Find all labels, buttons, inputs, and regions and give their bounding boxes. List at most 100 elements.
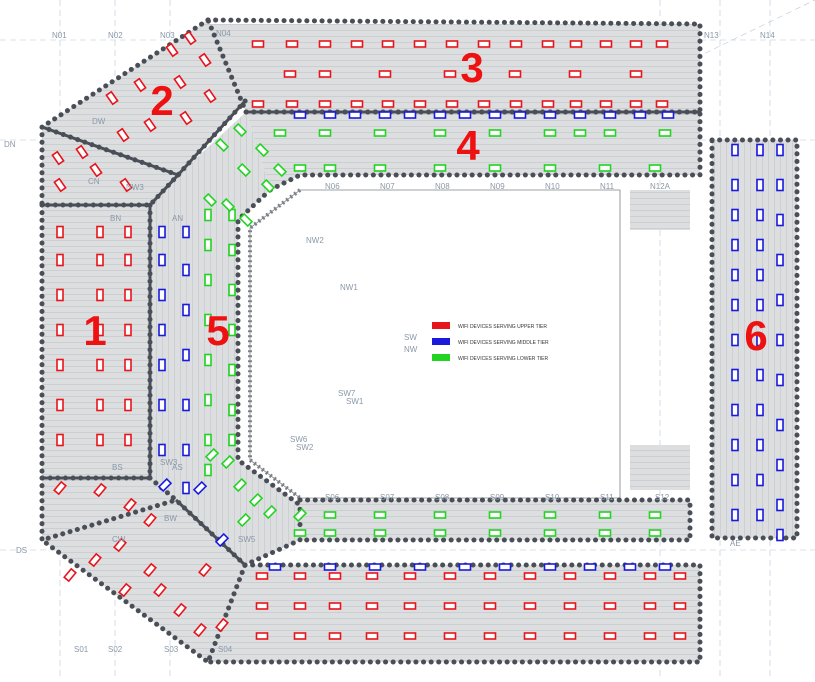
- seating-zone-3: [208, 24, 700, 112]
- ap-upper-tier: [445, 40, 459, 48]
- ap-middle-tier: [731, 208, 739, 222]
- ap-upper-tier: [629, 100, 643, 108]
- ap-upper-tier: [673, 602, 687, 610]
- ap-upper-tier: [443, 632, 457, 640]
- ap-upper-tier: [124, 358, 132, 372]
- ap-lower-tier: [204, 393, 212, 407]
- ap-lower-tier: [323, 164, 337, 172]
- ap-middle-tier: [583, 563, 597, 571]
- ap-lower-tier: [220, 197, 236, 213]
- grid-label: N09: [490, 182, 505, 191]
- ap-upper-tier: [541, 100, 555, 108]
- ap-upper-tier: [56, 358, 64, 372]
- ap-lower-tier: [373, 129, 387, 137]
- ap-upper-tier: [403, 572, 417, 580]
- ap-lower-tier: [236, 162, 252, 178]
- ap-lower-tier: [598, 164, 612, 172]
- legend-swatch: [432, 322, 450, 329]
- ap-upper-tier: [523, 602, 537, 610]
- ap-lower-tier: [648, 529, 662, 537]
- ap-upper-tier: [179, 110, 193, 126]
- ap-upper-tier: [293, 602, 307, 610]
- ap-upper-tier: [285, 40, 299, 48]
- ap-upper-tier: [93, 482, 107, 498]
- ap-upper-tier: [124, 433, 132, 447]
- ap-lower-tier: [373, 164, 387, 172]
- grid-label: N06: [325, 182, 340, 191]
- ap-lower-tier: [228, 323, 236, 337]
- ap-middle-tier: [776, 373, 784, 387]
- ap-upper-tier: [165, 42, 179, 58]
- ap-middle-tier: [158, 225, 166, 239]
- ap-upper-tier: [508, 70, 522, 78]
- ap-upper-tier: [603, 602, 617, 610]
- ap-upper-tier: [629, 70, 643, 78]
- ap-upper-tier: [63, 567, 77, 583]
- grid-label: NW1: [340, 283, 358, 292]
- ap-middle-tier: [157, 477, 173, 493]
- ap-lower-tier: [238, 212, 254, 228]
- ap-upper-tier: [56, 225, 64, 239]
- zone-dividers: [41, 98, 700, 567]
- ap-middle-tier: [543, 563, 557, 571]
- ap-upper-tier: [381, 100, 395, 108]
- ap-upper-tier: [403, 632, 417, 640]
- grid-label: N10: [545, 182, 560, 191]
- grid-label: S11: [600, 493, 614, 502]
- ap-middle-tier: [731, 473, 739, 487]
- ap-middle-tier: [182, 225, 190, 239]
- ap-upper-tier: [318, 100, 332, 108]
- ap-upper-tier: [443, 602, 457, 610]
- ap-lower-tier: [260, 178, 276, 194]
- ap-lower-tier: [273, 129, 287, 137]
- ap-middle-tier: [756, 508, 764, 522]
- ap-upper-tier: [673, 632, 687, 640]
- ap-upper-tier: [445, 100, 459, 108]
- ap-upper-tier: [477, 100, 491, 108]
- ap-middle-tier: [756, 298, 764, 312]
- ap-upper-tier: [523, 572, 537, 580]
- legend-swatch: [432, 354, 450, 361]
- ap-middle-tier: [458, 111, 472, 119]
- seating-south-lower: [300, 500, 690, 540]
- ap-middle-tier: [488, 111, 502, 119]
- grid-label: DS: [16, 546, 27, 555]
- ap-lower-tier: [573, 129, 587, 137]
- zone-label-2: 2: [150, 77, 173, 124]
- ap-upper-tier: [251, 100, 265, 108]
- ap-upper-tier: [203, 88, 217, 104]
- ap-upper-tier: [113, 537, 127, 553]
- ap-middle-tier: [776, 333, 784, 347]
- grid-label: BN: [110, 214, 121, 223]
- ap-upper-tier: [124, 225, 132, 239]
- ap-lower-tier: [254, 142, 270, 158]
- ap-lower-tier: [658, 129, 672, 137]
- ap-upper-tier: [96, 253, 104, 267]
- ap-upper-tier: [443, 70, 457, 78]
- ap-middle-tier: [543, 111, 557, 119]
- grid-label: S08: [435, 493, 450, 502]
- ap-middle-tier: [776, 528, 784, 542]
- ap-upper-tier: [124, 253, 132, 267]
- ap-middle-tier: [368, 563, 382, 571]
- ap-middle-tier: [776, 253, 784, 267]
- grid-label: N08: [435, 182, 450, 191]
- ap-middle-tier: [403, 111, 417, 119]
- ap-upper-tier: [143, 562, 157, 578]
- ap-upper-tier: [381, 40, 395, 48]
- ap-middle-tier: [756, 143, 764, 157]
- ap-middle-tier: [731, 298, 739, 312]
- grid-label: N07: [380, 182, 395, 191]
- grid-label: S02: [108, 645, 123, 654]
- ap-lower-tier: [543, 164, 557, 172]
- ap-middle-tier: [182, 303, 190, 317]
- ap-lower-tier: [488, 511, 502, 519]
- ap-upper-tier: [105, 90, 119, 106]
- grid-label: BW: [164, 514, 177, 523]
- grid-label: AN: [172, 214, 183, 223]
- ap-upper-tier: [293, 632, 307, 640]
- ap-lower-tier: [204, 313, 212, 327]
- ap-upper-tier: [119, 177, 133, 193]
- ap-middle-tier: [731, 143, 739, 157]
